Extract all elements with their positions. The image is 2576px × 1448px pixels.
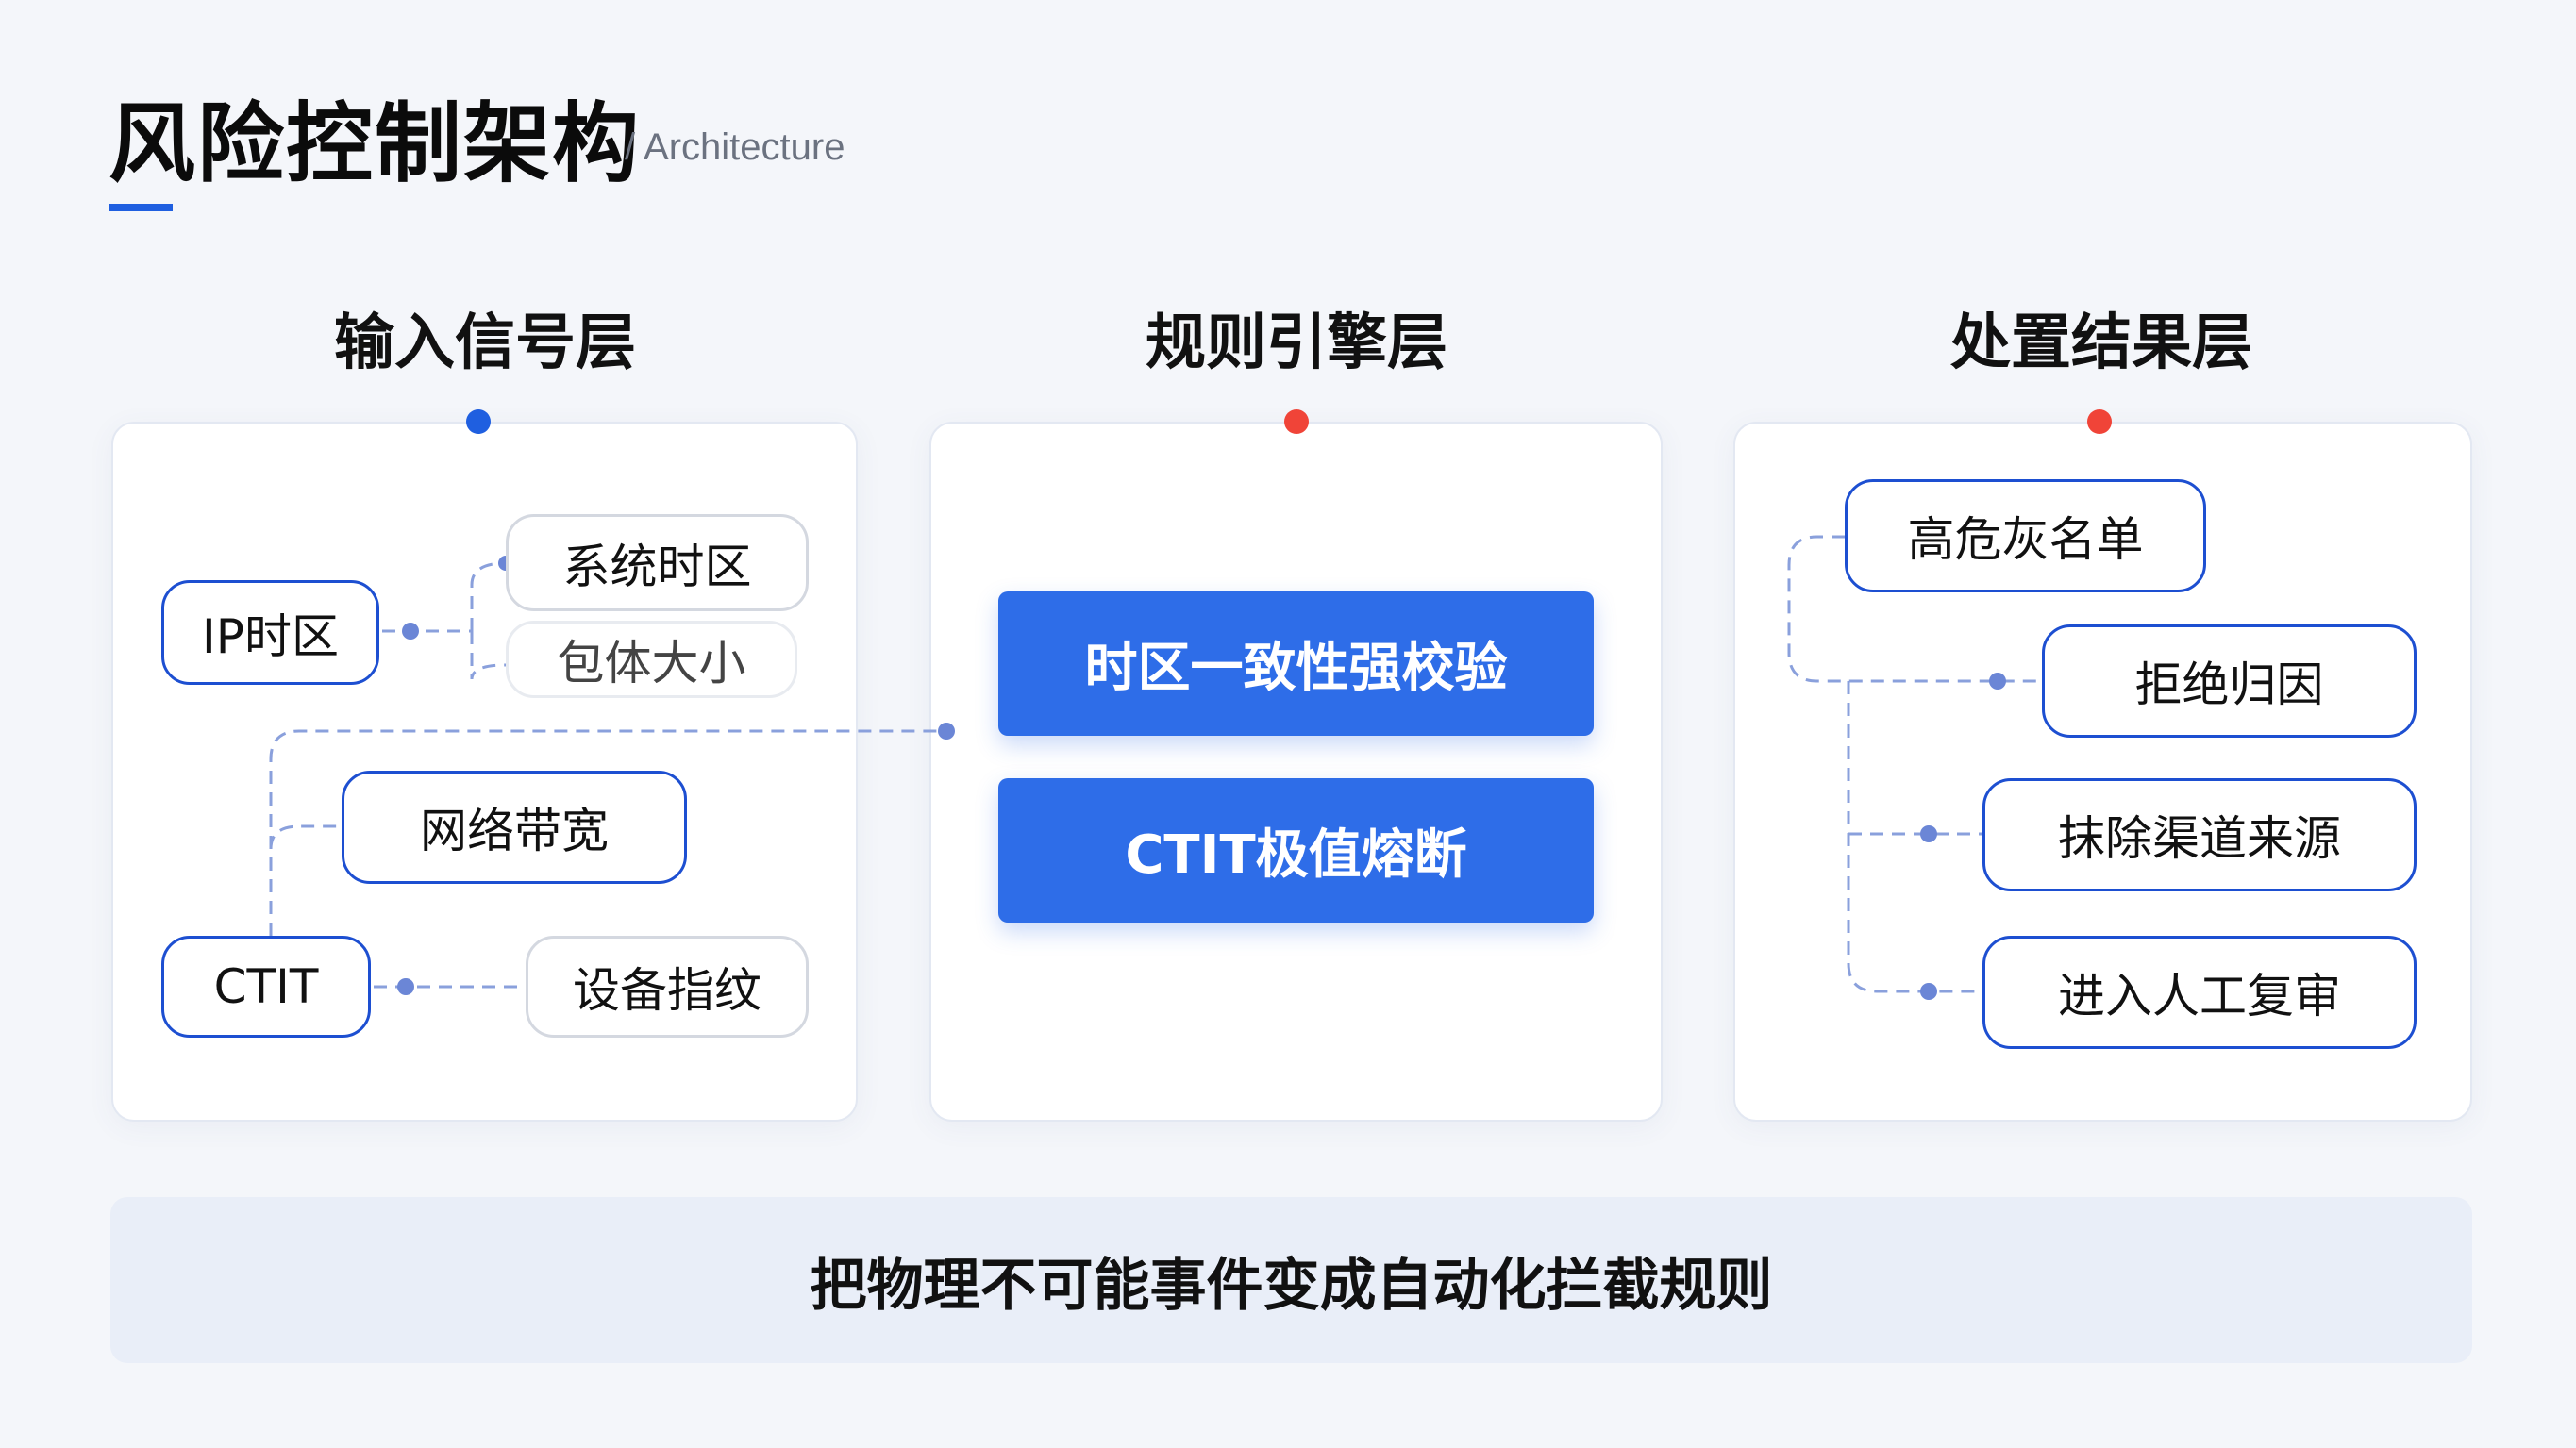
input-layer-dot — [466, 409, 491, 434]
node-package-size: 包体大小 — [506, 621, 797, 698]
reject-dot — [1989, 673, 2006, 690]
node-ip-timezone: IP时区 — [161, 580, 379, 685]
engine-layer-dot — [1284, 409, 1309, 434]
result-reject-attribution: 拒绝归因 — [2042, 624, 2417, 738]
node-network-bandwidth: 网络带宽 — [342, 771, 687, 884]
engine-input-dot — [938, 723, 955, 740]
ip-dot — [402, 623, 419, 640]
graylist-connector — [1787, 535, 2042, 683]
column-heading-engine: 规则引擎层 — [1146, 308, 1447, 378]
column-heading-result: 处置结果层 — [1950, 308, 2252, 378]
node-device-fingerprint: 设备指纹 — [526, 936, 809, 1038]
result-branch-connector — [1847, 681, 1982, 993]
page-subtitle: / Architecture — [625, 126, 845, 168]
node-ctit: CTIT — [161, 936, 371, 1038]
ip-connector — [382, 561, 507, 680]
title-underline — [109, 204, 173, 211]
result-erase-channel: 抹除渠道来源 — [1982, 778, 2417, 891]
result-layer-dot — [2087, 409, 2112, 434]
node-system-timezone: 系统时区 — [506, 514, 809, 611]
summary-banner: 把物理不可能事件变成自动化拦截规则 — [110, 1197, 2472, 1363]
rule-timezone-consistency: 时区一致性强校验 — [998, 591, 1594, 736]
review-dot — [1920, 983, 1937, 1000]
erase-dot — [1920, 825, 1937, 842]
column-heading-input: 输入信号层 — [334, 308, 636, 378]
ctit-dot — [397, 978, 414, 995]
rule-ctit-circuit-breaker: CTIT极值熔断 — [998, 778, 1594, 923]
result-manual-review: 进入人工复审 — [1982, 936, 2417, 1049]
result-graylist: 高危灰名单 — [1845, 479, 2206, 592]
signal-to-engine-connector — [269, 729, 946, 936]
bandwidth-connector — [269, 824, 342, 850]
page-title: 风险控制架构 — [109, 93, 642, 194]
